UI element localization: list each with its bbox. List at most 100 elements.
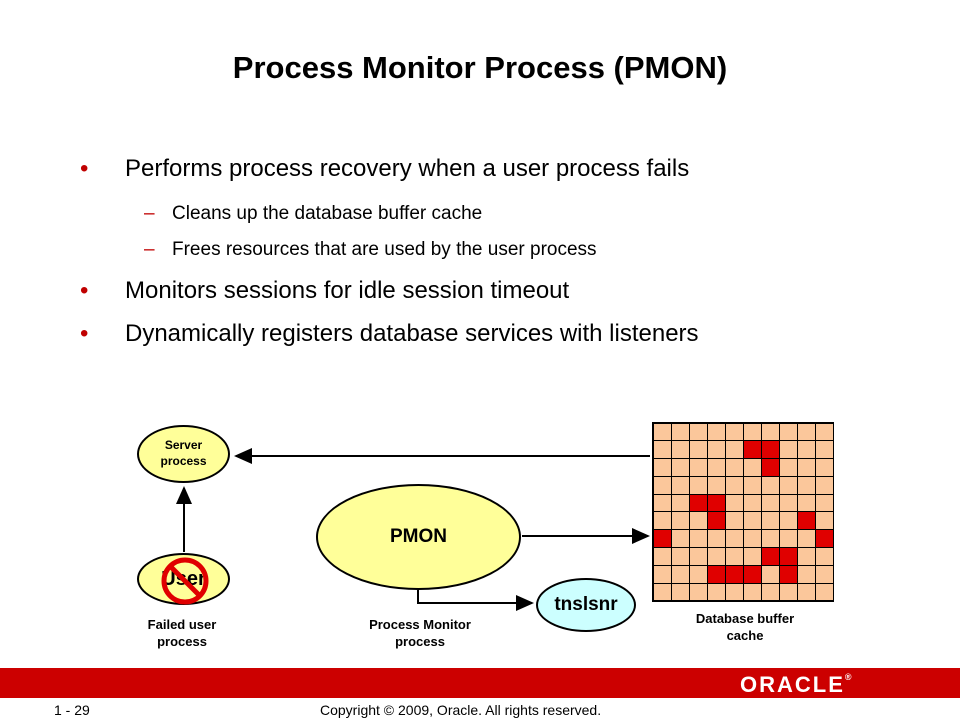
buffer-cell-dirty xyxy=(760,458,780,477)
buffer-cell xyxy=(742,529,762,549)
oracle-logo: ORACLE® xyxy=(740,672,854,697)
buffer-cell xyxy=(688,422,708,442)
buffer-cell xyxy=(796,547,816,566)
buffer-cell-dirty xyxy=(796,511,816,531)
buffer-cell xyxy=(778,511,798,531)
buffer-cell xyxy=(760,422,780,442)
buffer-cell xyxy=(670,493,690,513)
buffer-cell xyxy=(814,493,834,513)
buffer-cell xyxy=(814,547,834,566)
buffer-cell xyxy=(814,475,834,495)
buffer-cell xyxy=(778,493,798,513)
buffer-cell xyxy=(706,422,726,442)
buffer-cell xyxy=(760,564,780,584)
buffer-cell xyxy=(814,511,834,531)
buffer-cell xyxy=(652,511,672,531)
buffer-cell xyxy=(796,564,816,584)
buffer-cell xyxy=(814,440,834,460)
buffer-cell xyxy=(724,511,744,531)
prohibited-icon xyxy=(161,557,209,605)
tnslsnr-node: tnslsnr xyxy=(536,578,636,632)
footer-bar xyxy=(0,668,960,698)
buffer-cell xyxy=(652,493,672,513)
bullet-glyph: • xyxy=(80,155,89,182)
buffer-cell xyxy=(706,475,726,495)
database-buffer-cache-grid xyxy=(652,422,834,602)
buffer-cell-dirty xyxy=(688,493,708,513)
buffer-cell xyxy=(796,422,816,442)
buffer-cell xyxy=(796,440,816,460)
buffer-cell xyxy=(742,493,762,513)
buffer-cell-dirty xyxy=(652,529,672,549)
server-process-node: Server process xyxy=(137,425,230,483)
buffer-cell-dirty xyxy=(742,440,762,460)
buffer-cell xyxy=(814,582,834,602)
buffer-cell xyxy=(706,529,726,549)
buffer-cell xyxy=(670,564,690,584)
buffer-cell xyxy=(724,422,744,442)
buffer-cell xyxy=(670,511,690,531)
buffer-cell xyxy=(652,422,672,442)
buffer-cell xyxy=(652,440,672,460)
buffer-cell xyxy=(760,493,780,513)
buffer-cell xyxy=(814,564,834,584)
buffer-cell xyxy=(652,582,672,602)
buffer-cell xyxy=(670,440,690,460)
buffer-cell xyxy=(760,511,780,531)
buffer-cell xyxy=(742,511,762,531)
buffer-cell xyxy=(760,475,780,495)
bullet-glyph: • xyxy=(80,277,89,304)
buffer-cell xyxy=(724,582,744,602)
buffer-cell xyxy=(778,422,798,442)
buffer-cell xyxy=(760,582,780,602)
buffer-cell xyxy=(814,422,834,442)
buffer-cell xyxy=(688,458,708,477)
bullet-glyph: • xyxy=(80,320,89,347)
buffer-cell xyxy=(688,529,708,549)
buffer-cell xyxy=(652,547,672,566)
sub-bullet-glyph: – xyxy=(144,203,155,224)
buffer-cell xyxy=(760,529,780,549)
buffer-cell-dirty xyxy=(760,547,780,566)
buffer-cell xyxy=(670,529,690,549)
buffer-cell xyxy=(688,547,708,566)
sub-bullet-glyph: – xyxy=(144,239,155,260)
buffer-cell xyxy=(742,582,762,602)
buffer-cell xyxy=(724,440,744,460)
buffer-cell xyxy=(796,458,816,477)
buffer-cell xyxy=(652,475,672,495)
buffer-cell xyxy=(742,458,762,477)
buffer-cell-dirty xyxy=(778,564,798,584)
buffer-cell xyxy=(778,458,798,477)
buffer-cell xyxy=(706,547,726,566)
buffer-cell-dirty xyxy=(706,493,726,513)
buffer-cell xyxy=(814,458,834,477)
buffer-cell-dirty xyxy=(760,440,780,460)
buffer-cell xyxy=(688,440,708,460)
buffer-cell xyxy=(796,493,816,513)
buffer-cell xyxy=(796,529,816,549)
buffer-cell xyxy=(688,564,708,584)
buffer-cell xyxy=(724,547,744,566)
buffer-cell xyxy=(670,422,690,442)
buffer-cell xyxy=(724,475,744,495)
buffer-cell xyxy=(778,440,798,460)
buffer-cell xyxy=(670,582,690,602)
buffer-cell xyxy=(724,493,744,513)
buffer-cell-dirty xyxy=(742,564,762,584)
buffer-cell xyxy=(652,458,672,477)
buffer-cell-dirty xyxy=(814,529,834,549)
buffer-cell-dirty xyxy=(706,564,726,584)
buffer-cell xyxy=(688,511,708,531)
buffer-cell xyxy=(742,475,762,495)
buffer-cell xyxy=(796,475,816,495)
buffer-cell xyxy=(688,475,708,495)
pmon-node: PMON xyxy=(316,484,521,590)
buffer-cell xyxy=(742,547,762,566)
buffer-cell xyxy=(724,458,744,477)
buffer-cell xyxy=(778,475,798,495)
buffer-cell xyxy=(742,422,762,442)
